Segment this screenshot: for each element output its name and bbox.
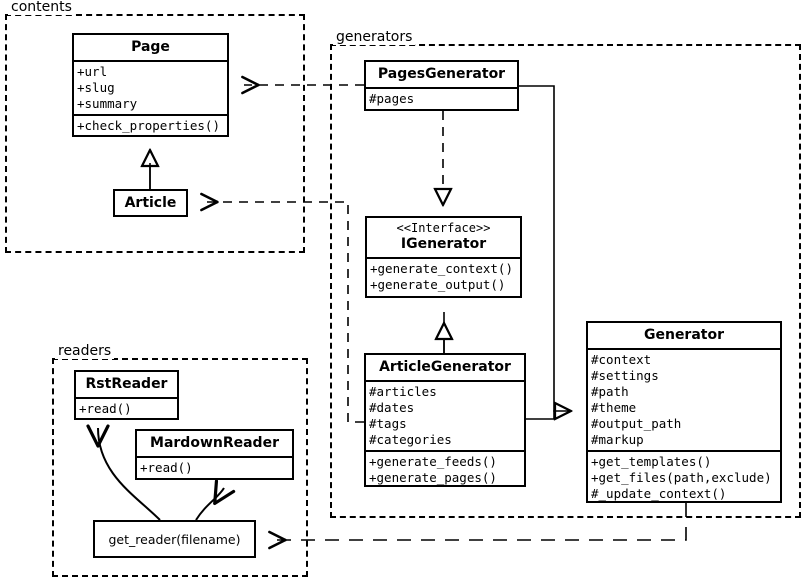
class-igenerator[interactable]: <<Interface>> IGenerator +generate_conte…	[365, 216, 522, 298]
package-readers-label: readers	[55, 343, 115, 359]
operation-row: +generate_output()	[370, 277, 506, 292]
class-article-title: Article	[124, 195, 177, 211]
operation-row: +read()	[140, 460, 193, 475]
attribute-row: #markup	[591, 432, 644, 447]
class-article-generator-attributes: #articles #dates #tags #categories	[366, 380, 524, 450]
operation-row: +read()	[79, 401, 132, 416]
function-get-reader-label: get_reader(filename)	[108, 531, 241, 547]
class-pages-generator[interactable]: PagesGenerator #pages	[364, 60, 519, 111]
attribute-row: #path	[591, 384, 629, 399]
class-generator-operations: +get_templates() +get_files(path,exclude…	[588, 450, 780, 504]
attribute-row: #articles	[369, 384, 437, 399]
class-article-generator[interactable]: ArticleGenerator #articles #dates #tags …	[364, 353, 526, 487]
class-mardown-reader[interactable]: MardownReader +read()	[135, 429, 294, 480]
class-igenerator-stereotype: <<Interface>>	[396, 221, 491, 235]
package-readers	[52, 358, 308, 577]
class-mardown-reader-title: MardownReader	[150, 435, 279, 451]
attribute-row: #pages	[369, 91, 415, 106]
operation-row: +get_templates()	[591, 454, 712, 469]
class-mardown-reader-operations: +read()	[137, 456, 292, 478]
operation-row: #_update_context()	[591, 486, 727, 501]
package-contents-label: contents	[8, 0, 75, 15]
attribute-row: #context	[591, 352, 652, 367]
class-rst-reader[interactable]: RstReader +read()	[74, 370, 179, 420]
operation-row: +generate_context()	[370, 261, 513, 276]
attribute-row: #output_path	[591, 416, 682, 431]
class-generator[interactable]: Generator #context #settings #path #them…	[586, 321, 782, 503]
package-generators-label: generators	[333, 29, 416, 45]
operation-row: +generate_pages()	[369, 470, 497, 485]
class-article[interactable]: Article	[113, 189, 188, 217]
class-igenerator-operations: +generate_context() +generate_output()	[367, 257, 520, 295]
attribute-row: +slug	[77, 80, 115, 95]
attribute-row: #tags	[369, 416, 407, 431]
attribute-row: #theme	[591, 400, 637, 415]
attribute-row: #settings	[591, 368, 659, 383]
class-pages-generator-attributes: #pages	[366, 87, 517, 109]
package-contents	[5, 14, 305, 253]
function-get-reader[interactable]: get_reader(filename)	[93, 520, 256, 558]
class-generator-title: Generator	[643, 327, 724, 343]
operation-row: +generate_feeds()	[369, 454, 497, 469]
operation-row: +get_files(path,exclude)	[591, 470, 772, 485]
class-page-title: Page	[131, 39, 170, 55]
class-igenerator-title: IGenerator	[400, 236, 487, 252]
class-rst-reader-operations: +read()	[76, 397, 177, 419]
class-page-operations: +check_properties()	[74, 114, 227, 136]
operation-row: +check_properties()	[77, 118, 220, 133]
class-article-generator-title: ArticleGenerator	[379, 359, 511, 375]
attribute-row: +summary	[77, 96, 138, 111]
class-page-attributes: +url +slug +summary	[74, 60, 227, 114]
class-page[interactable]: Page +url +slug +summary +check_properti…	[72, 33, 229, 137]
attribute-row: #dates	[369, 400, 415, 415]
class-pages-generator-title: PagesGenerator	[377, 66, 506, 82]
attribute-row: #categories	[369, 432, 452, 447]
class-article-generator-operations: +generate_feeds() +generate_pages()	[366, 450, 524, 488]
class-rst-reader-title: RstReader	[85, 376, 168, 392]
class-generator-attributes: #context #settings #path #theme #output_…	[588, 348, 780, 450]
attribute-row: +url	[77, 64, 108, 79]
